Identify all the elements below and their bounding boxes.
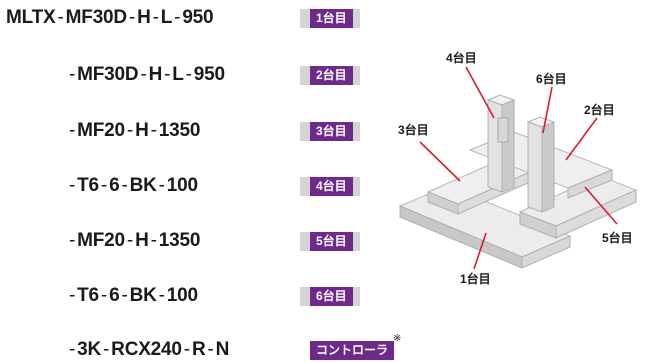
model-segment: H [148,64,163,85]
separator: - [126,230,134,251]
model-segment: 6 [109,285,120,306]
separator: - [103,339,110,360]
unit-tag: 5台目 [310,232,353,251]
separator: - [121,175,128,196]
model-segment: L [160,7,173,28]
model-segment: MF30D [77,64,139,85]
footnote-mark: ※ [393,333,402,344]
unit-tag: コントローラ [310,341,395,360]
callout-lines [419,66,618,270]
unit6-column [526,116,556,213]
separator: - [150,230,157,251]
separator: - [140,64,147,85]
separator: - [185,64,192,85]
model-segment: H [137,7,151,28]
callout-line-unit2 [565,117,598,161]
unit5-beam [518,175,638,239]
separator: - [164,64,171,85]
model-segment: H [135,120,149,141]
separator: - [69,339,76,360]
callout-line-unit3 [419,141,461,182]
separator: - [174,7,181,28]
unit-tag: 2台目 [310,66,353,85]
model-segment: 100 [166,285,198,306]
unit-tag: 1台目 [310,9,353,28]
unit4-column [486,94,516,193]
model-segment: BK [129,175,157,196]
model-segment: N [215,339,230,360]
separator: - [158,285,165,306]
model-segment: R [191,339,206,360]
separator: - [150,120,157,141]
model-segment: 950 [182,7,214,28]
label-unit3: 3台目 [398,122,429,137]
model-code: -3K-RCX240-R-N [67,338,229,362]
unit-tag: 4台目 [310,177,353,196]
model-segment: BK [129,285,157,306]
model-segment: 6 [109,175,120,196]
separator: - [69,120,76,141]
model-segment: MF20 [77,120,125,141]
callout-line-unit5 [584,186,618,225]
model-segment: H [135,230,149,251]
separator: - [152,7,159,28]
separator: - [69,175,76,196]
model-segment: T6 [77,285,99,306]
model-code: -T6-6-BK-100 [67,284,198,308]
model-code: -T6-6-BK-100 [67,174,198,198]
model-segment: 1350 [158,120,201,141]
model-segment: 950 [193,64,225,85]
separator: - [121,285,128,306]
label-unit5: 5台目 [602,230,633,245]
model-segment: L [172,64,184,85]
separator: - [207,339,214,360]
model-prefix: MLTX [6,7,56,28]
model-segment: RCX240 [111,339,182,360]
separator: - [100,285,108,306]
model-segment: 3K [77,339,102,360]
separator: - [100,175,108,196]
model-segment: 100 [166,175,198,196]
model-segment: MF30D [65,7,127,28]
label-unit1: 1台目 [460,271,491,286]
callout-line-unit4 [465,66,495,119]
label-unit2: 2台目 [584,102,615,117]
separator: - [69,285,76,306]
model-code: -MF20-H-1350 [67,229,200,253]
separator: - [69,64,76,85]
separator: - [69,230,76,251]
callout-line-unit1 [473,232,487,270]
model-segment: 1350 [158,230,201,251]
separator: - [128,7,136,28]
separator: - [126,120,134,141]
label-unit4: 4台目 [446,50,477,65]
separator: - [57,7,64,28]
model-segment: MF20 [77,230,125,251]
separator: - [183,339,190,360]
model-code: -MF20-H-1350 [67,119,200,143]
model-segment: T6 [77,175,99,196]
callout-line-unit6 [542,86,553,134]
model-code: MLTX-MF30D-H-L-950 [6,6,214,30]
separator: - [158,175,165,196]
unit-tag: 6台目 [310,287,353,306]
label-unit6: 6台目 [536,71,567,86]
unit-tag: 3台目 [310,122,353,141]
model-code: -MF30D-H-L-950 [67,63,225,87]
